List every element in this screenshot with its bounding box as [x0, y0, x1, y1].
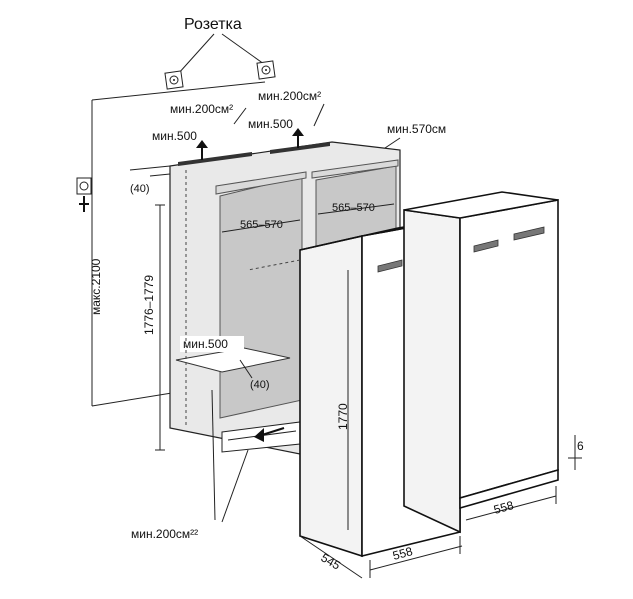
- niche-width-right-label: 565–570: [332, 202, 375, 214]
- socket-icon: [256, 60, 276, 80]
- socket-icon: [164, 70, 184, 90]
- gap-top-left-label: мин.500: [152, 129, 197, 143]
- unit-height-label: 1770: [336, 403, 350, 430]
- niche-width-left-label: 565–570: [240, 219, 283, 231]
- offset-top-label: (40): [130, 183, 150, 195]
- wall-socket-icon: [76, 177, 92, 212]
- unit-width-left-label: 558: [391, 544, 414, 563]
- gap-bottom-label: мин.500: [183, 337, 228, 351]
- arrow-up-icon: [292, 128, 304, 148]
- arrow-up-icon: [196, 140, 208, 160]
- arrow-in-icon: [254, 427, 285, 442]
- niche-height-label: 1776–1779: [142, 275, 156, 335]
- vent-top-left-label: мин.200см²: [170, 102, 233, 116]
- offset-bottom-label: (40): [250, 379, 270, 391]
- right-unit-base: [459, 468, 559, 510]
- max-height-label: макс.2100: [89, 258, 103, 315]
- unit-width-right-label: 558: [492, 498, 515, 517]
- unit-depth-label: 545: [319, 550, 344, 572]
- gap-top-right-label: мин.500: [248, 117, 293, 131]
- refrigerator-right: [403, 191, 559, 534]
- foot-height-label: 6: [577, 439, 584, 453]
- depth-min-label: мин.570см: [387, 122, 446, 136]
- vent-bottom-label: мин.200см²²: [131, 527, 198, 541]
- socket-title: Розетка: [184, 16, 242, 33]
- vent-top-right-label: мин.200см²: [258, 89, 321, 103]
